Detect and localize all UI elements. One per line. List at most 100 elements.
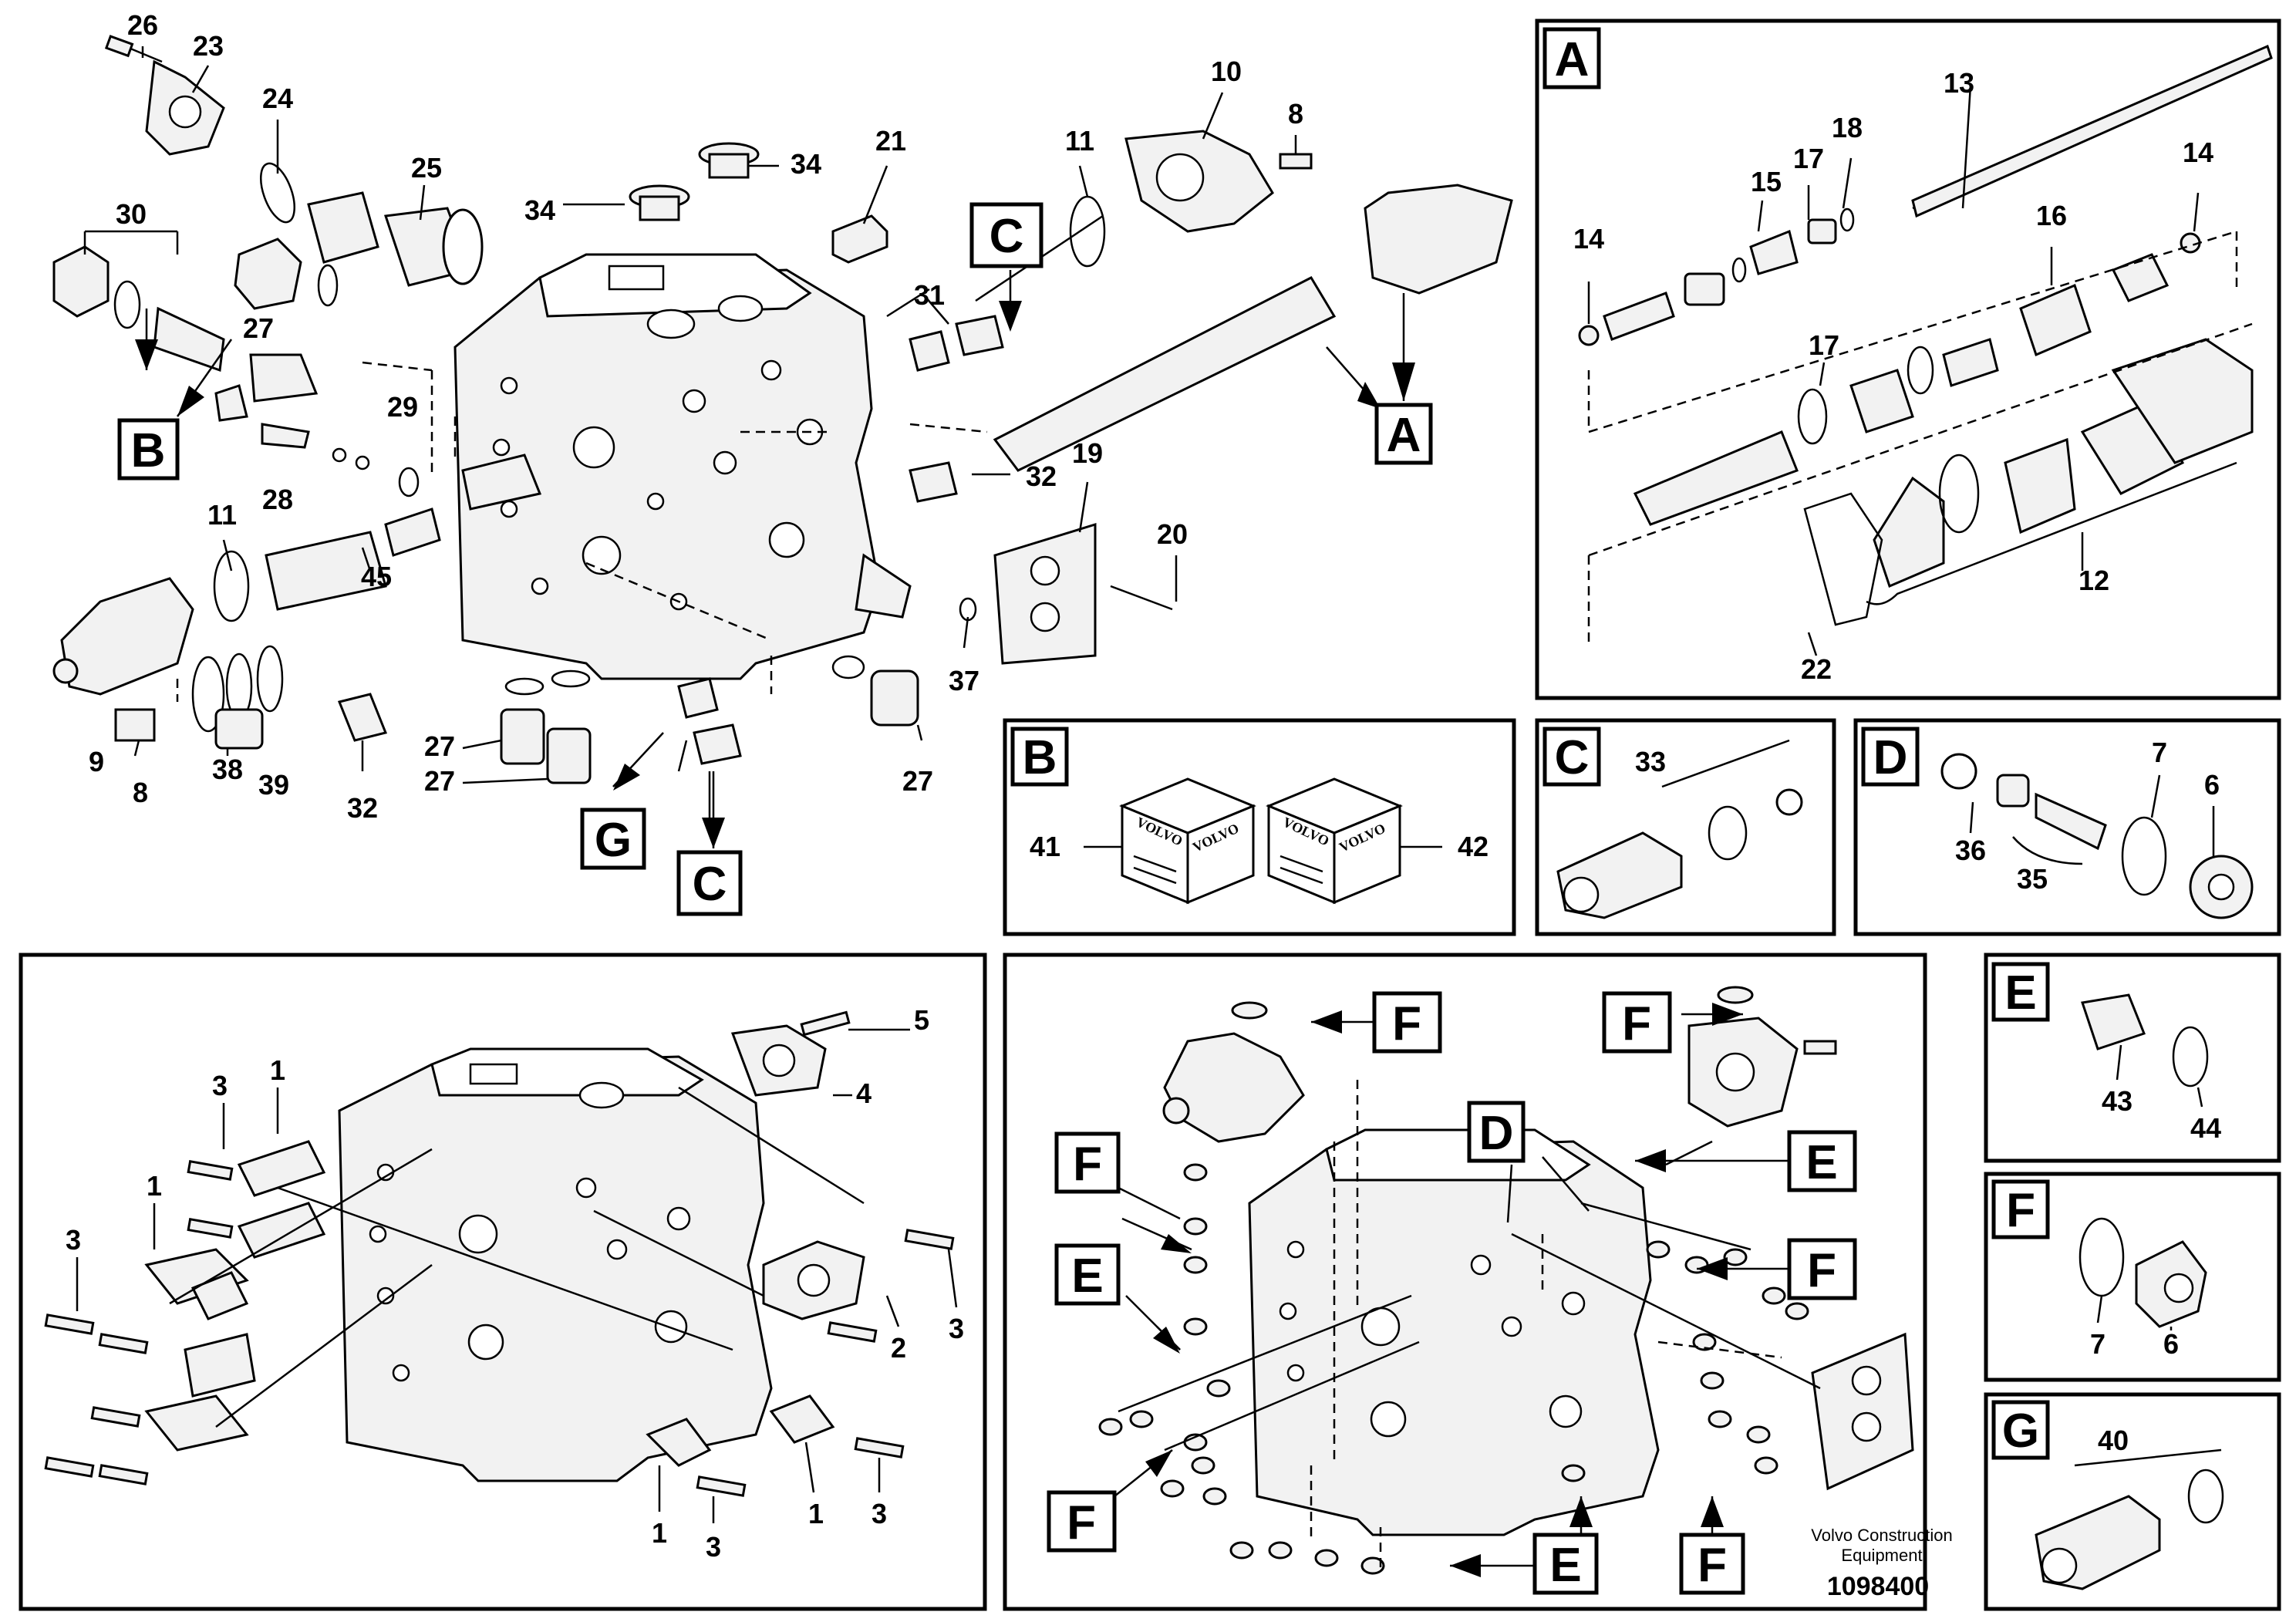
callout-letter: E [1549,1539,1581,1592]
callout-letter: E [1071,1249,1103,1303]
plug-cluster [1098,1163,1809,1575]
part-label-34-right: 34 [791,148,821,180]
main-top-right-parts [629,130,1513,665]
part-label-13: 13 [1944,67,1974,99]
panel-D-frame [1853,718,2281,936]
part-label-40: 40 [2098,1425,2129,1456]
callout-C-panel: C [1542,727,1601,787]
callout-B-main: B [117,418,180,481]
part-label-1-d: 1 [808,1498,824,1529]
callout-B-panel: B [1010,727,1069,787]
volvo-kit-box-41 [1119,777,1256,905]
lower-mid-pointer-arrows [1114,1003,1789,1577]
callout-letter: F [2006,1184,2035,1237]
part-label-33: 33 [1635,746,1666,777]
footer-doc-number: 1098400 [1827,1572,1929,1601]
panel-lower-mid-frame [1003,953,1927,1611]
callout-A-panel: A [1542,27,1601,89]
part-label-27-mid-b: 27 [424,765,455,797]
part-label-28: 28 [262,484,293,515]
part-label-5: 5 [914,1004,929,1036]
callout-letter: C [990,210,1024,263]
part-label-14-right: 14 [2183,137,2213,168]
panel-F-parts [2079,1217,2207,1330]
part-label-18: 18 [1832,112,1863,143]
panel-G-frame [1984,1392,2281,1611]
lower-left-assembly [44,1010,958,1523]
lower-mid-assembly [1098,986,1914,1575]
part-label-26: 26 [127,9,158,41]
part-label-1-b: 1 [147,1170,162,1202]
part-label-41: 41 [1030,831,1060,862]
callout-letter: F [1698,1539,1727,1592]
part-label-3-c: 3 [949,1313,964,1344]
part-label-32-left: 32 [347,792,378,824]
panel-A-frame [1535,19,2281,700]
part-label-20: 20 [1157,518,1188,550]
part-label-3-b: 3 [66,1224,81,1256]
part-label-19: 19 [1072,437,1103,469]
part-label-27-upper: 27 [243,312,274,344]
part-label-36: 36 [1955,835,1986,866]
part-label-37: 37 [949,665,979,696]
part-label-21: 21 [875,125,906,157]
callout-C-main-bottom: C [676,850,743,916]
part-label-15: 15 [1751,166,1782,197]
panel-G-parts [2035,1448,2224,1590]
letter-callouts: A A B B C C C D D G G E F F F F E F E F … [117,27,2050,1595]
part-label-14-left: 14 [1573,223,1604,255]
main-left-parts [52,35,919,784]
part-label-2: 2 [891,1332,906,1364]
part-label-6-F: 6 [2163,1328,2179,1360]
callout-C-main-top: C [969,202,1043,268]
callout-letter: A [1555,33,1590,86]
part-label-3-e: 3 [872,1498,887,1529]
callout-letter: F [1392,997,1421,1050]
part-label-44: 44 [2190,1112,2221,1144]
part-label-11-left: 11 [207,499,237,531]
callout-F-panel: F [1991,1179,2050,1239]
part-label-42: 42 [1458,831,1489,862]
part-label-34-left: 34 [524,194,555,226]
part-label-29: 29 [387,391,418,423]
part-label-27-right: 27 [902,765,933,797]
callout-G-main: G [580,808,646,870]
panel-E-frame [1984,953,2281,1163]
part-label-3-a: 3 [212,1070,228,1101]
part-label-11-right: 11 [1065,125,1094,157]
callout-E-panel: E [1991,962,2050,1022]
callout-letter: E [1805,1136,1837,1189]
part-label-24: 24 [262,83,293,114]
main-valve-body [453,253,912,680]
part-label-43: 43 [2102,1085,2132,1117]
footer-company-line2: Equipment [1841,1546,1922,1565]
panel-C-parts [1556,739,1803,919]
callout-letter: F [1067,1496,1096,1549]
callout-letter: A [1387,409,1421,462]
callout-F-bottom-left: F [1047,1490,1117,1553]
callout-F-top-right: F [1602,991,1672,1054]
callout-F-top-left: F [1372,991,1442,1054]
part-label-1-a: 1 [270,1054,285,1086]
part-label-7-D: 7 [2152,737,2167,768]
part-number-labels: 26 23 24 25 30 27 29 28 11 45 9 8 38 39 … [66,9,2221,1563]
part-label-12: 12 [2079,565,2109,596]
callout-E-bottom: E [1532,1533,1599,1595]
part-label-4: 4 [856,1077,872,1109]
panel-D-parts [1940,753,2254,919]
part-label-16: 16 [2036,200,2067,231]
part-label-30: 30 [116,198,147,230]
callout-letter: D [1873,731,1908,784]
panel-B-parts [1084,777,1442,905]
callout-letter: E [2004,966,2036,1020]
part-label-23: 23 [193,30,224,62]
callout-letter: B [1023,731,1057,784]
part-label-17-top: 17 [1793,143,1824,174]
callout-letter: G [595,814,632,867]
panel-C-frame [1535,718,1836,936]
part-label-3-d: 3 [706,1531,721,1563]
callout-letter: F [1073,1138,1102,1191]
callout-letter: C [1555,731,1590,784]
callout-E-right: E [1787,1130,1857,1192]
